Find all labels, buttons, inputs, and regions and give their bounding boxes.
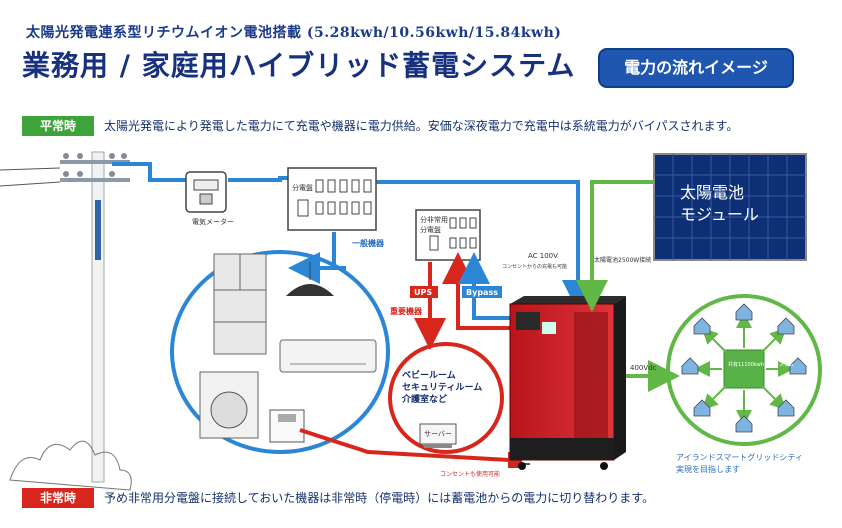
critical-room-3: 介護室など <box>401 393 447 405</box>
server-label: サーバー <box>424 430 452 438</box>
electric-meter <box>185 171 227 213</box>
grid-center-label: 共有11100kwh蓄電システム <box>728 361 794 368</box>
utility-pole <box>0 151 132 491</box>
page-title: 業務用 / 家庭用ハイブリッド蓄電システム <box>22 49 576 82</box>
dc-label: 400Vdc <box>630 364 657 372</box>
general-devices-label: 一般機器 <box>352 238 385 248</box>
general-appliances <box>170 250 390 454</box>
bypass-label: Bypass <box>466 288 498 297</box>
solar-module-label-1: 太陽電池 <box>680 183 744 202</box>
emergency-panel-label-1: 分非常用 <box>420 215 448 224</box>
important-devices-label: 重要機器 <box>390 306 423 316</box>
critical-room-1: ベビールーム <box>402 369 456 381</box>
island-label-1: アイランドスマートグリッドシティ <box>676 452 803 462</box>
ac-label: AC 100V <box>528 252 558 260</box>
ac-note: コンセントからの充電も可能 <box>502 263 567 270</box>
emergency-panel-label-2: 分電盤 <box>420 225 441 234</box>
ups-lines <box>414 252 518 350</box>
solar-power-lines <box>576 180 680 392</box>
emergency-tag: 非常時 <box>22 488 94 508</box>
emergency-distribution-panel <box>415 209 481 261</box>
island-smart-grid <box>666 294 822 446</box>
island-label-2: 実現を目指します <box>676 464 740 474</box>
solar-input-label: 太陽電池2500W接続 <box>594 256 651 264</box>
meter-label: 電気メーター <box>192 217 234 226</box>
distribution-panel <box>287 167 377 231</box>
panel-label: 分電盤 <box>292 183 313 192</box>
subtitle: 太陽光発電連系型リチウムイオン電池搭載 (5.28kwh/10.56kwh/15… <box>26 25 562 41</box>
plug-note: コンセントも使用可能 <box>440 470 500 478</box>
ups-label: UPS <box>414 288 432 297</box>
solar-module <box>653 153 807 261</box>
normal-time-description: 太陽光発電により発電した電力にて充電や機器に電力供給。安価な深夜電力で充電中は系… <box>104 119 739 133</box>
ups-tag <box>410 286 438 298</box>
outlet-line <box>299 428 511 462</box>
battery-cabinet <box>509 296 626 470</box>
critical-room-2: セキュリティルーム <box>402 382 482 393</box>
solar-module-label-2: モジュール <box>680 205 759 224</box>
emergency-description: 予め非常用分電盤に接続しておいた機器は非常時（停電時）には蓄電池からの電力に切り… <box>104 491 655 505</box>
normal-time-tag: 平常時 <box>22 116 94 136</box>
critical-rooms <box>388 342 504 454</box>
bypass-tag <box>462 286 502 298</box>
power-flow-badge: 電力の流れイメージ <box>598 48 794 88</box>
